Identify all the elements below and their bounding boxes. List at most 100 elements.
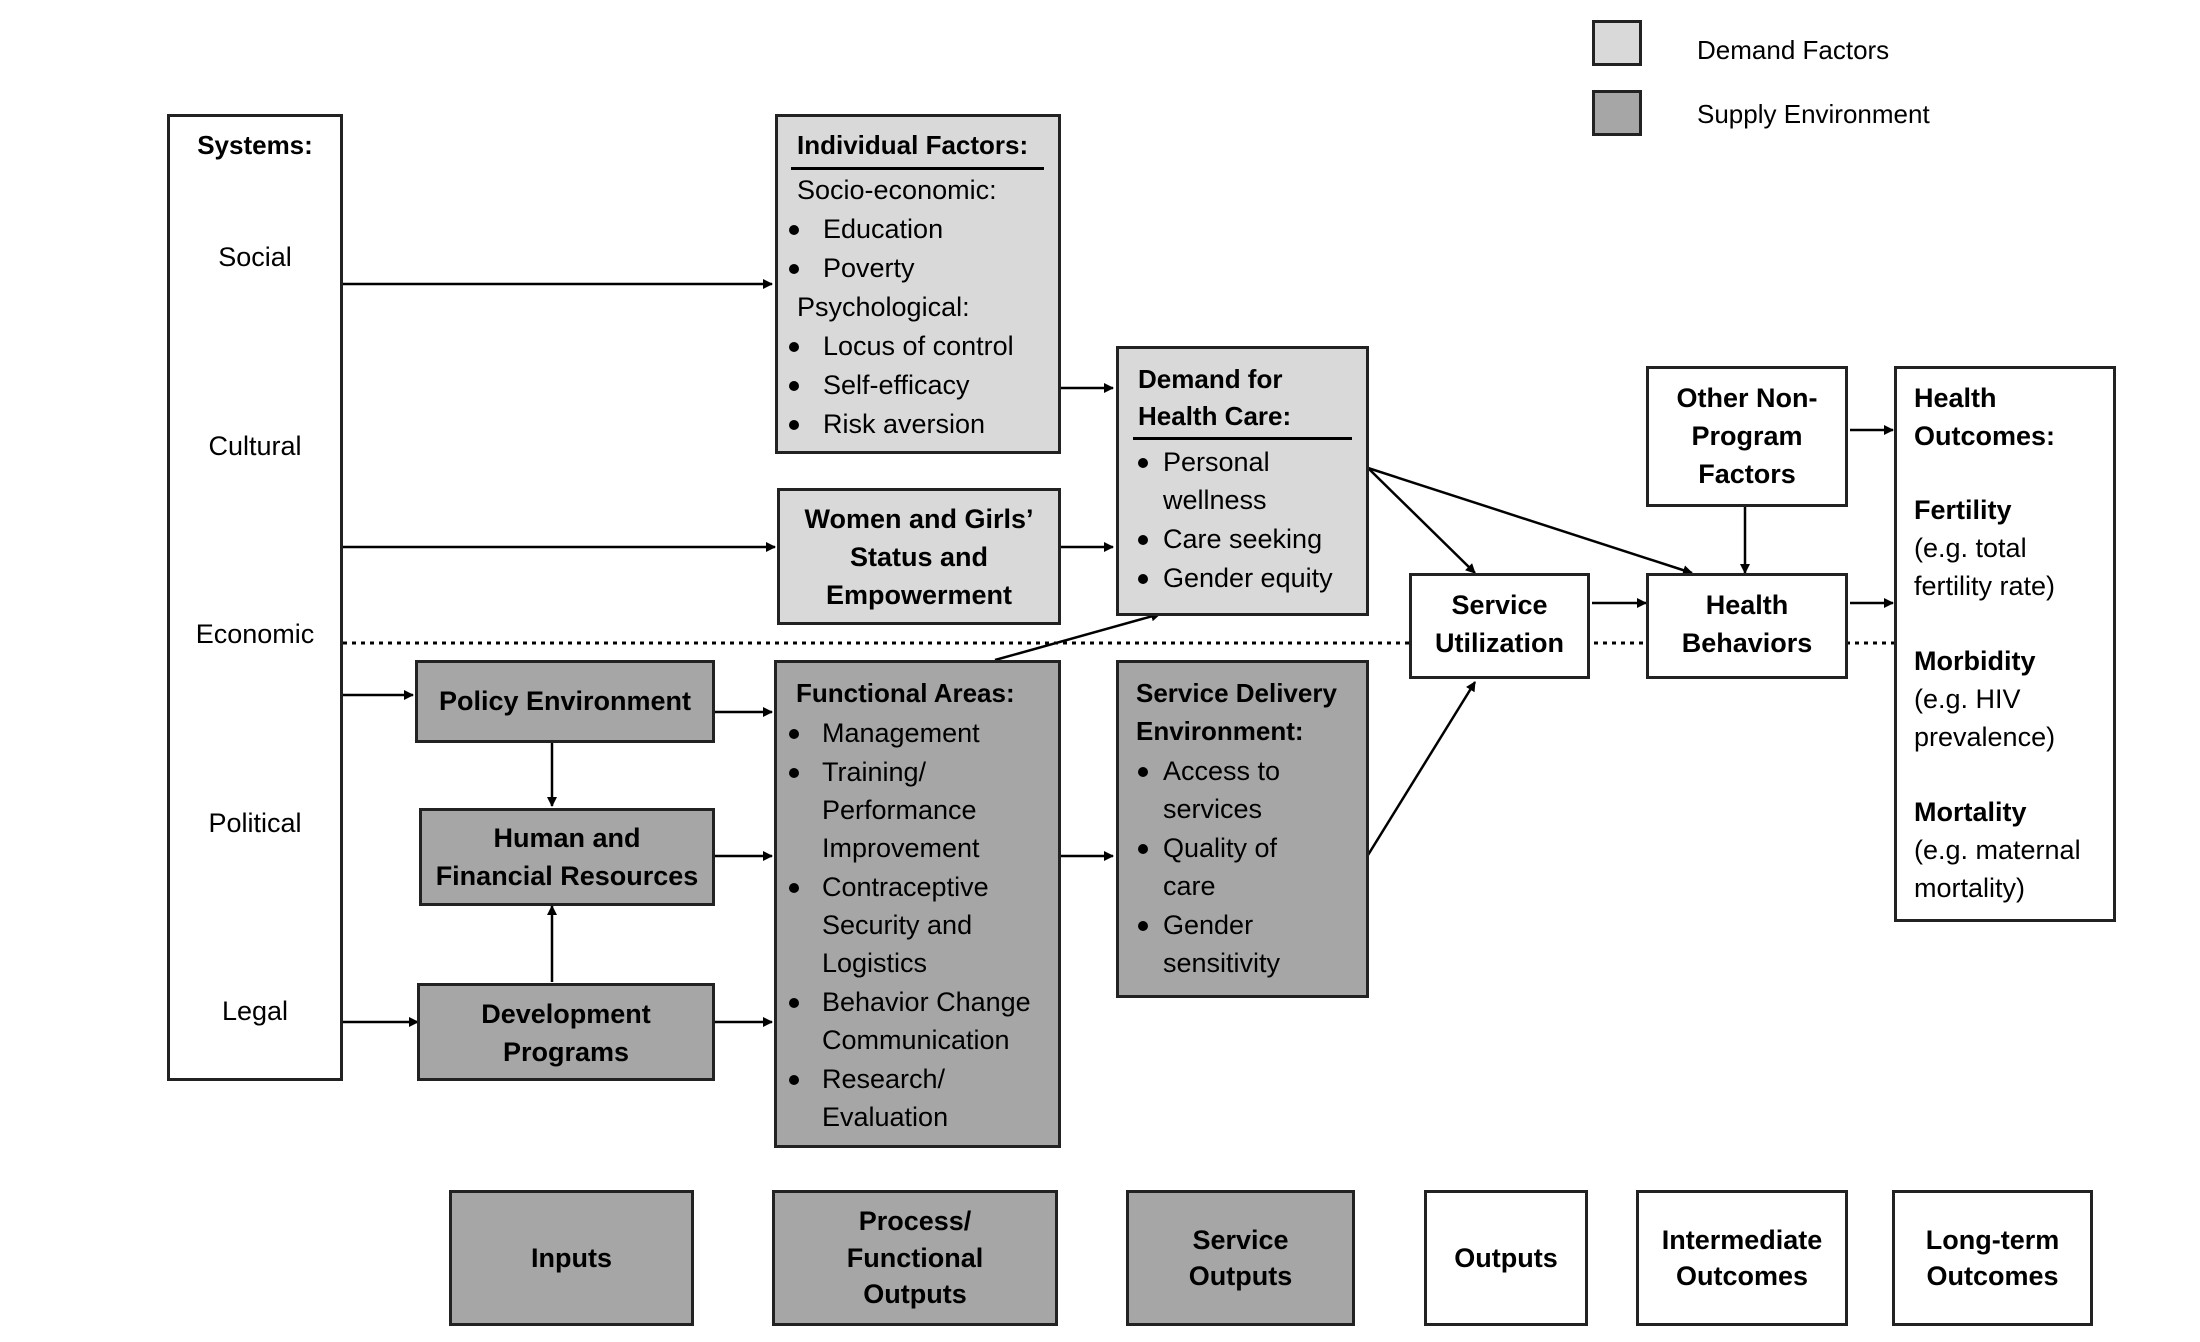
demand-item-personal: Personal	[1163, 447, 1270, 477]
service-utilization-line-2: Utilization	[1435, 628, 1564, 658]
outcome-fertility-desc-1: (e.g. total	[1914, 533, 2027, 563]
health-behaviors-line-2: Behaviors	[1681, 628, 1813, 658]
individual-factors-underline	[791, 167, 1044, 170]
category-process-outputs: Process/ Functional Outputs	[772, 1190, 1058, 1326]
delivery-item-sensitivity: sensitivity	[1163, 948, 1281, 978]
demand-title-line-2: Health Care:	[1138, 401, 1292, 431]
legend-demand-label: Demand Factors	[1697, 35, 1890, 65]
outcome-morbidity-desc-2: prevalence)	[1914, 722, 2056, 752]
functional-item-improvement: Improvement	[822, 833, 980, 863]
bullet	[1138, 844, 1148, 854]
legend-demand-swatch	[1592, 20, 1642, 66]
functional-item-research: Research/	[822, 1064, 946, 1094]
human-financial-box	[419, 808, 715, 906]
functional-item-management: Management	[822, 718, 980, 748]
systems-item-social: Social	[218, 242, 292, 272]
bullet	[789, 264, 799, 274]
service-utilization-line-1: Service	[1451, 590, 1548, 620]
delivery-item-care: care	[1163, 871, 1216, 901]
systems-item-legal: Legal	[221, 996, 289, 1026]
women-girls-line-1: Women and Girls’	[804, 504, 1034, 534]
systems-item-political: Political	[208, 808, 302, 838]
list-item-education: Education	[823, 214, 944, 244]
category-service-outputs-label: Service Outputs	[1188, 1224, 1293, 1291]
women-girls-box	[777, 488, 1061, 625]
list-item-locus: Locus of control	[823, 331, 1014, 361]
bullet	[1138, 458, 1148, 468]
health-outcomes-title-1: Health	[1914, 383, 1997, 413]
systems-title: Systems:	[197, 130, 313, 160]
functional-item-training: Training/	[822, 757, 927, 787]
health-outcomes-title-2: Outcomes:	[1914, 421, 2056, 451]
functional-areas-box	[774, 660, 1061, 1148]
delivery-item-access: Access to	[1163, 756, 1281, 786]
demand-title-underline	[1133, 437, 1352, 440]
delivery-item-services: services	[1163, 794, 1263, 824]
systems-box	[167, 114, 343, 1081]
category-outputs-label: Outputs	[1454, 1242, 1558, 1273]
functional-areas-title: Functional Areas:	[796, 678, 1015, 708]
functional-item-behavior-change: Behavior Change	[822, 987, 1031, 1017]
legend-supply-swatch	[1592, 90, 1642, 136]
category-intermediate-label: Intermediate Outcomes	[1661, 1224, 1823, 1291]
outcome-morbidity-desc-1: (e.g. HIV	[1914, 684, 2021, 714]
arrow-demand-behaviors	[1367, 466, 1693, 575]
outcome-mortality-title: Mortality	[1914, 797, 2027, 827]
bullet	[789, 768, 799, 778]
arrow-delivery-utilization	[1366, 681, 1477, 856]
bullet	[789, 381, 799, 391]
bullet	[789, 342, 799, 352]
socio-economic-label: Socio-economic:	[797, 175, 997, 205]
arrow-functional-demand	[994, 611, 1161, 662]
systems-item-cultural: Cultural	[208, 431, 302, 461]
bullet	[789, 729, 799, 739]
human-financial-line-1: Human and	[493, 823, 641, 853]
list-item-self-efficacy: Self-efficacy	[823, 370, 970, 400]
other-factors-line-1: Other Non-	[1676, 383, 1818, 413]
functional-item-security: Security and	[822, 910, 973, 940]
demand-title-line-1: Demand for	[1138, 364, 1283, 394]
bullet	[1138, 535, 1148, 545]
bullet	[1138, 574, 1148, 584]
delivery-item-gender: Gender	[1163, 910, 1254, 940]
demand-item-gender-equity: Gender equity	[1163, 563, 1333, 593]
category-intermediate-outcomes: Intermediate Outcomes	[1636, 1190, 1848, 1326]
functional-item-logistics: Logistics	[822, 948, 928, 978]
category-outputs: Outputs	[1424, 1190, 1588, 1326]
bullet	[789, 420, 799, 430]
outcome-mortality-desc-2: mortality)	[1914, 873, 2026, 903]
health-behaviors-line-1: Health	[1705, 590, 1789, 620]
list-item-poverty: Poverty	[823, 253, 915, 283]
functional-item-communication: Communication	[822, 1025, 1010, 1055]
development-line-1: Development	[481, 999, 651, 1029]
functional-item-evaluation: Evaluation	[822, 1102, 949, 1132]
development-programs-box	[417, 983, 715, 1081]
arrow-demand-utilization	[1367, 467, 1476, 574]
demand-item-care-seeking: Care seeking	[1163, 524, 1323, 554]
outcome-fertility-title: Fertility	[1914, 495, 2012, 525]
policy-environment-label: Policy Environment	[438, 686, 692, 717]
outcome-morbidity-title: Morbidity	[1914, 646, 2036, 676]
individual-factors-title: Individual Factors:	[797, 130, 1029, 160]
bullet	[789, 1075, 799, 1085]
bullet	[1138, 921, 1148, 931]
list-item-risk-aversion: Risk aversion	[823, 409, 986, 439]
category-inputs-label: Inputs	[531, 1242, 612, 1273]
bullet	[789, 225, 799, 235]
outcome-fertility-desc-2: fertility rate)	[1914, 571, 2056, 601]
category-process-label: Process/ Functional Outputs	[846, 1206, 984, 1310]
category-long-term-label: Long-term Outcomes	[1925, 1224, 2060, 1291]
service-delivery-box	[1116, 660, 1369, 998]
functional-item-performance: Performance	[822, 795, 977, 825]
other-factors-line-3: Factors	[1698, 459, 1796, 489]
development-line-2: Programs	[502, 1037, 630, 1067]
health-outcomes-box	[1894, 366, 2116, 922]
category-service-outputs: Service Outputs	[1126, 1190, 1355, 1326]
health-behaviors-box	[1646, 573, 1848, 679]
psychological-label: Psychological:	[797, 292, 970, 322]
functional-item-contraceptive: Contraceptive	[822, 872, 989, 902]
outcome-mortality-desc-1: (e.g. maternal	[1914, 835, 2081, 865]
category-long-term-outcomes: Long-term Outcomes	[1892, 1190, 2093, 1326]
other-factors-line-2: Program	[1691, 421, 1803, 451]
